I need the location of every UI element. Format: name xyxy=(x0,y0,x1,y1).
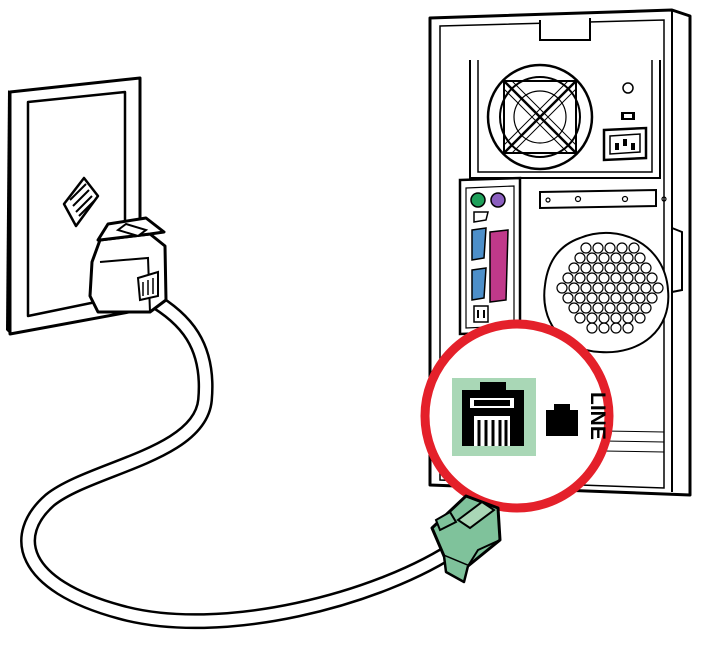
line-port-label: LINE xyxy=(586,392,609,440)
phone-jack-icon xyxy=(546,404,578,436)
rj11-jack-icon xyxy=(452,378,536,456)
power-supply xyxy=(469,60,661,179)
wall-connector-plug xyxy=(88,216,168,314)
modem-connector-plug xyxy=(430,494,502,584)
fan-grille-icon xyxy=(486,63,594,171)
phone-cable-icon xyxy=(20,290,468,630)
io-panel xyxy=(458,176,522,336)
wall-jack-icon xyxy=(62,176,100,228)
line-port-callout: LINE xyxy=(420,319,614,513)
vent-grille xyxy=(543,232,670,354)
power-socket-icon xyxy=(602,126,648,162)
